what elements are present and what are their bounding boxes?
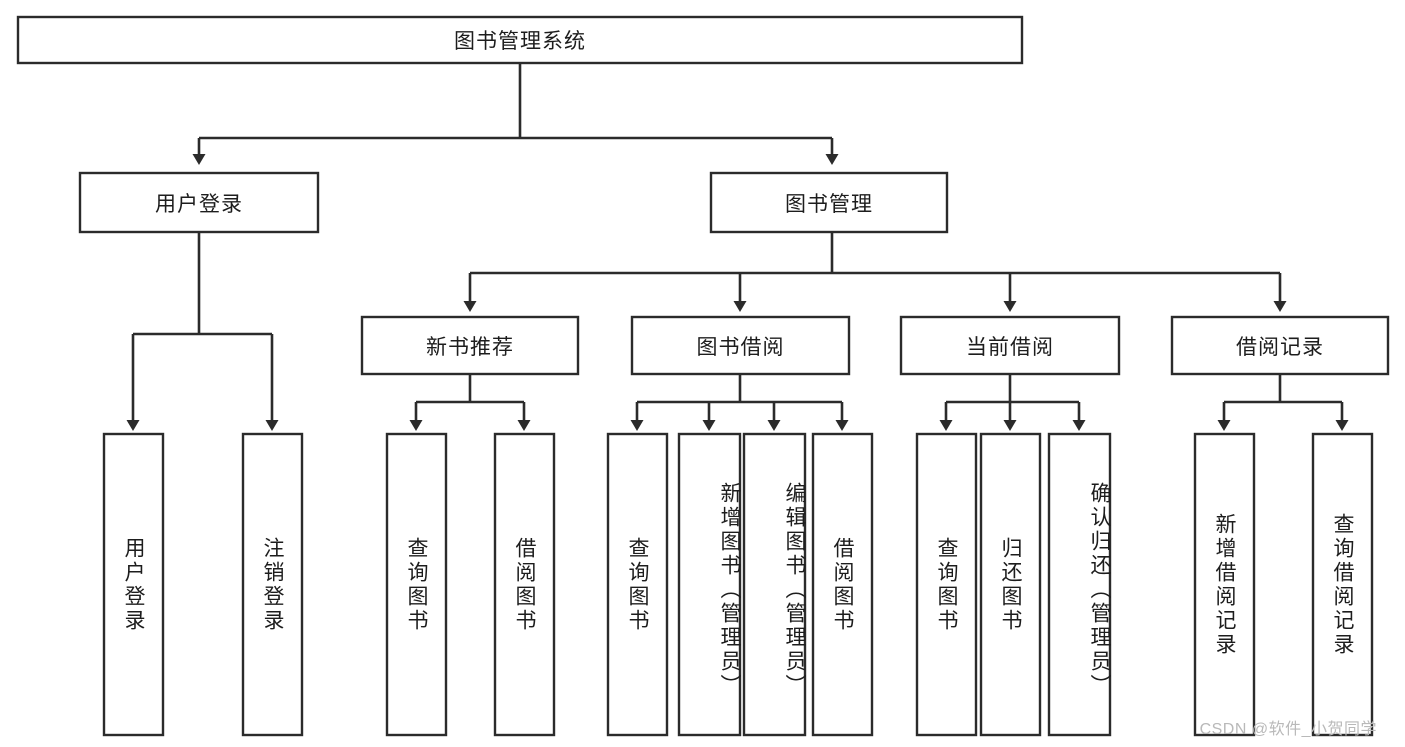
node-box-root[interactable] [16, 15, 1024, 65]
node-box-borrow-record[interactable] [1170, 315, 1390, 376]
node-box-leaf-return-book[interactable] [979, 432, 1042, 737]
node-box-leaf-borrow-book-recommend[interactable] [493, 432, 556, 737]
connectors-bookmgmt-to-level3 [463, 232, 1287, 312]
watermark-text: CSDN @软件_小贺同学 [1199, 721, 1377, 738]
connectors-root-to-level2 [192, 63, 839, 165]
node-box-leaf-borrow-book[interactable] [811, 432, 874, 737]
node-box-leaf-logout[interactable] [241, 432, 304, 737]
node-box-leaf-user-login[interactable] [102, 432, 165, 737]
connectors-bookborrow-to-leaves [630, 374, 849, 431]
node-box-leaf-query-book-recommend[interactable] [385, 432, 448, 737]
node-box-user-login[interactable] [78, 171, 320, 234]
node-box-leaf-query-book-current[interactable] [915, 432, 978, 737]
node-box-leaf-add-book-admin[interactable] [677, 432, 742, 737]
connectors-newbook-to-leaves [409, 374, 531, 431]
node-box-leaf-query-borrow-record[interactable] [1311, 432, 1374, 737]
node-box-book-borrow[interactable] [630, 315, 851, 376]
connectors-currentborrow-to-leaves [939, 374, 1086, 431]
node-box-current-borrow[interactable] [899, 315, 1121, 376]
node-box-leaf-add-borrow-record[interactable] [1193, 432, 1256, 737]
node-box-leaf-confirm-return-admin[interactable] [1047, 432, 1112, 737]
node-box-new-book-recommend[interactable] [360, 315, 580, 376]
connectors-userlogin-to-leaves [126, 232, 279, 431]
node-box-book-management[interactable] [709, 171, 949, 234]
connectors-borrowrecord-to-leaves [1217, 374, 1349, 431]
node-box-leaf-query-book-borrow[interactable] [606, 432, 669, 737]
node-box-leaf-edit-book-admin[interactable] [742, 432, 807, 737]
